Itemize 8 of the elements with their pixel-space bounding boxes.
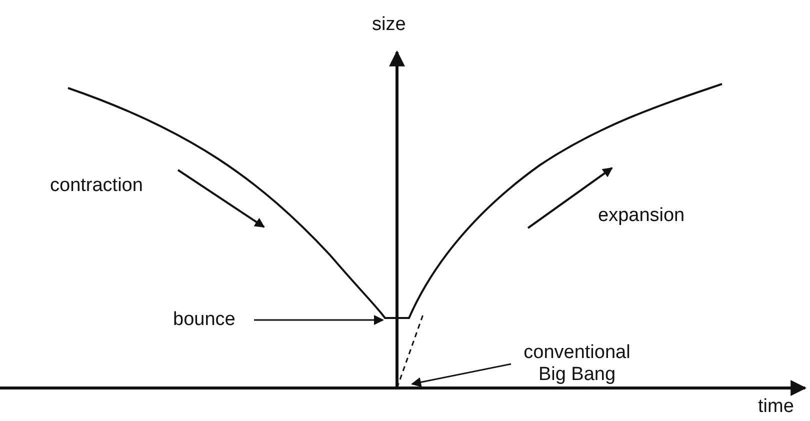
annotation-text: bounce bbox=[173, 309, 253, 331]
leader-line bbox=[411, 363, 512, 388]
leader-line bbox=[254, 315, 384, 325]
annotation-text: conventional Big Bang bbox=[512, 342, 642, 386]
process-label: contraction bbox=[50, 175, 143, 197]
axis-label: size bbox=[372, 14, 406, 36]
axis-label: time bbox=[758, 396, 794, 418]
process-label: expansion bbox=[598, 205, 685, 227]
